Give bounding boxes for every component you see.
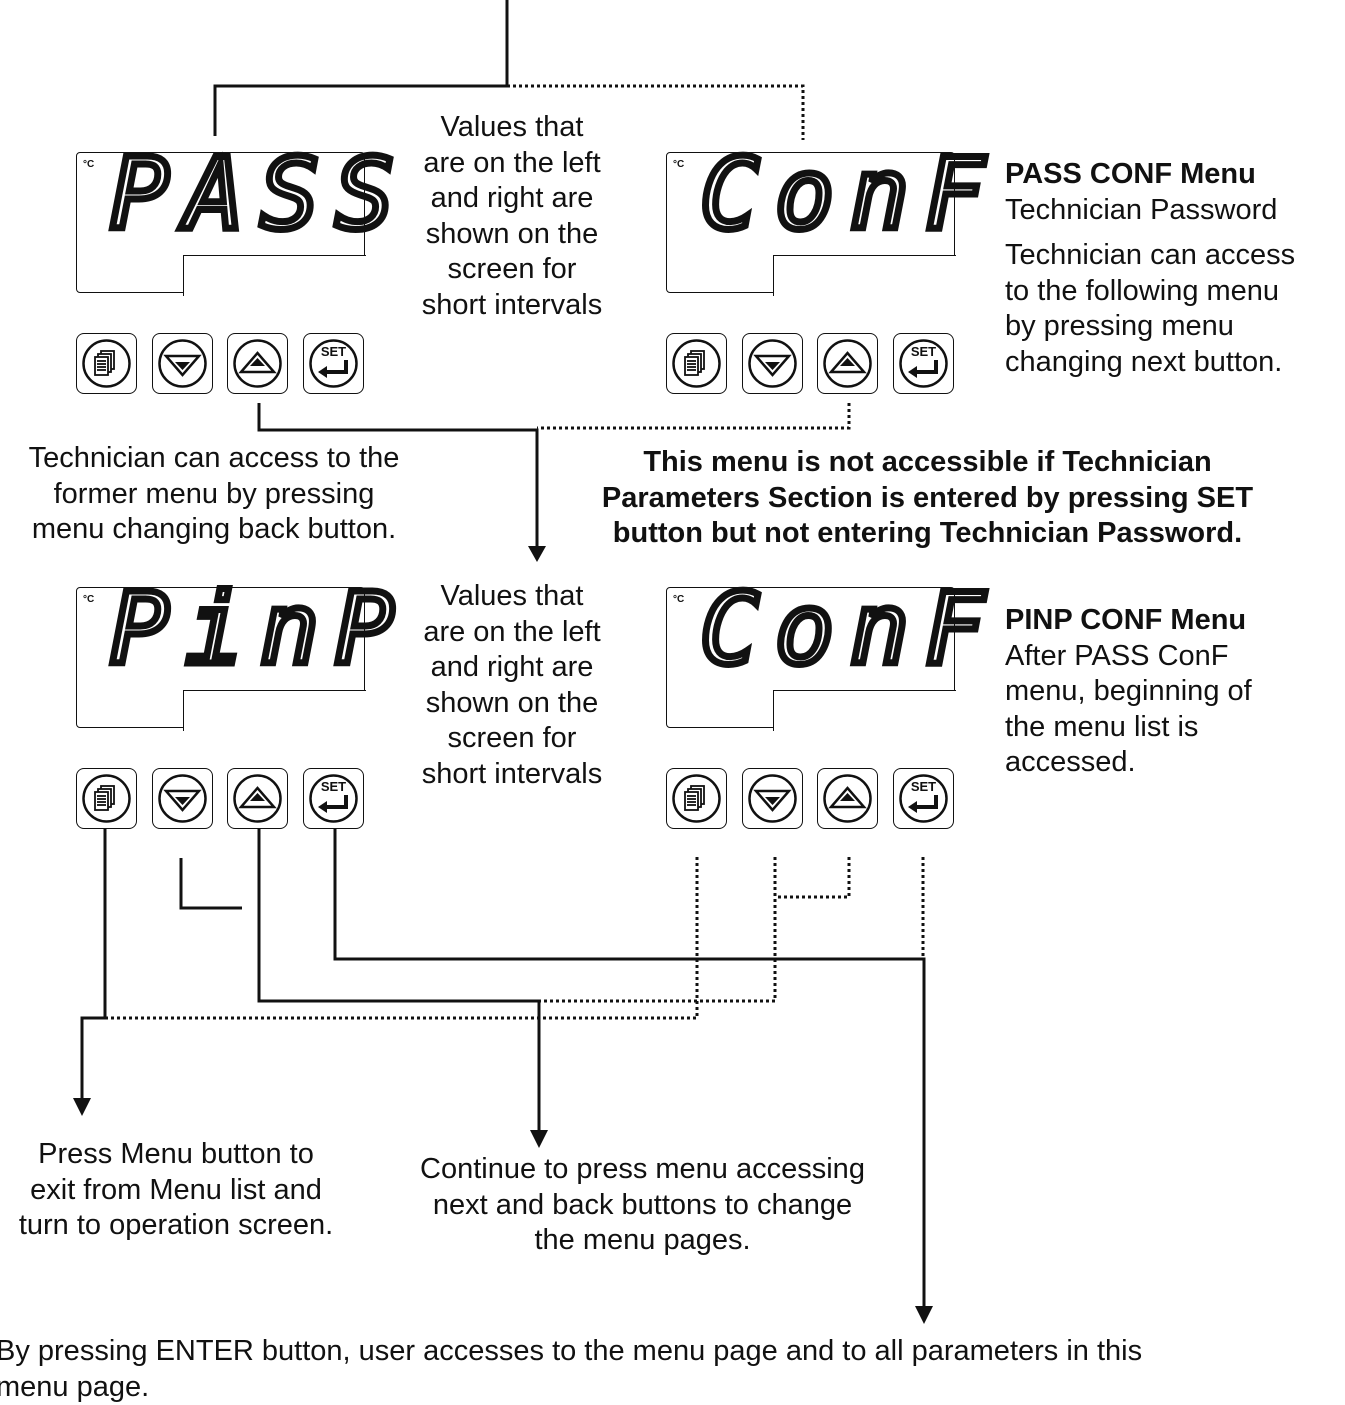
back-button[interactable] (151, 333, 213, 394)
enter-arrow-icon (317, 360, 348, 378)
menu-pages-icon (684, 785, 705, 811)
down-triangle-icon (162, 354, 202, 377)
next-to-pinp-line (257, 403, 539, 548)
arrowhead-exit (73, 1098, 91, 1116)
arrowhead-enter (915, 1306, 933, 1324)
up-triangle-icon (238, 351, 277, 374)
back-button[interactable] (741, 768, 803, 829)
celsius-unit: °C (83, 594, 95, 605)
set-button[interactable]: SET (892, 333, 954, 394)
conf-next-dotted-line (537, 403, 851, 430)
menu-button[interactable] (666, 333, 727, 394)
celsius-unit: °C (673, 594, 685, 605)
pass-conf-title: PASS CONF Menu (1005, 158, 1256, 190)
conf-menu-dotted-line (105, 857, 699, 1020)
next-continue-line (257, 829, 541, 1132)
lcd-notch (773, 255, 956, 296)
entry-line (213, 0, 509, 136)
up-triangle-icon (828, 351, 867, 374)
menu-pages-icon (94, 785, 115, 811)
down-triangle-icon (752, 354, 792, 377)
menu-button[interactable] (76, 768, 137, 829)
back-button[interactable] (741, 333, 803, 394)
enter-arrow-icon (317, 795, 348, 813)
set-enter-line (333, 829, 926, 1308)
next-button[interactable] (227, 333, 288, 394)
celsius-unit: °C (83, 159, 95, 170)
set-label: SET (320, 344, 345, 359)
celsius-unit: °C (673, 159, 685, 170)
set-label: SET (910, 779, 935, 794)
up-triangle-icon (828, 786, 867, 809)
entry-dotted-line (507, 84, 805, 140)
set-button[interactable]: SET (892, 768, 954, 829)
enter-arrow-icon (907, 360, 938, 378)
lcd-notch (773, 690, 956, 731)
back-button-stub (179, 858, 242, 910)
up-triangle-icon (238, 786, 277, 809)
lcd-notch (183, 690, 366, 731)
conf-back-dotted-line (539, 857, 777, 1003)
enter-button-note: By pressing ENTER button, user accesses … (0, 1335, 1143, 1403)
down-triangle-icon (752, 789, 792, 812)
down-triangle-icon (162, 789, 202, 812)
not-accessible-note: This menu is not accessible if Technicia… (601, 446, 1254, 549)
back-button[interactable] (151, 768, 213, 829)
menu-pages-icon (94, 350, 115, 376)
lcd-notch (183, 255, 366, 296)
menu-button[interactable] (76, 333, 137, 394)
set-button[interactable]: SET (302, 768, 364, 829)
arrowhead-continue (530, 1130, 548, 1148)
set-button[interactable]: SET (302, 333, 364, 394)
set-label: SET (320, 779, 345, 794)
menu-exit-line (80, 829, 107, 1100)
next-button[interactable] (817, 333, 878, 394)
menu-pages-icon (684, 350, 705, 376)
conf-next-stub-dotted (778, 857, 851, 899)
pass-conf-subtitle: Technician Password (1005, 193, 1278, 226)
pinp-conf-title: PINP CONF Menu (1005, 604, 1247, 636)
enter-arrow-icon (907, 795, 938, 813)
next-button[interactable] (227, 768, 288, 829)
arrowhead-pinp (528, 546, 546, 562)
next-button[interactable] (817, 768, 878, 829)
menu-button[interactable] (666, 768, 727, 829)
set-label: SET (910, 344, 935, 359)
pass-conf-description: PASS CONF Menu Technician Password Techn… (1005, 157, 1340, 380)
